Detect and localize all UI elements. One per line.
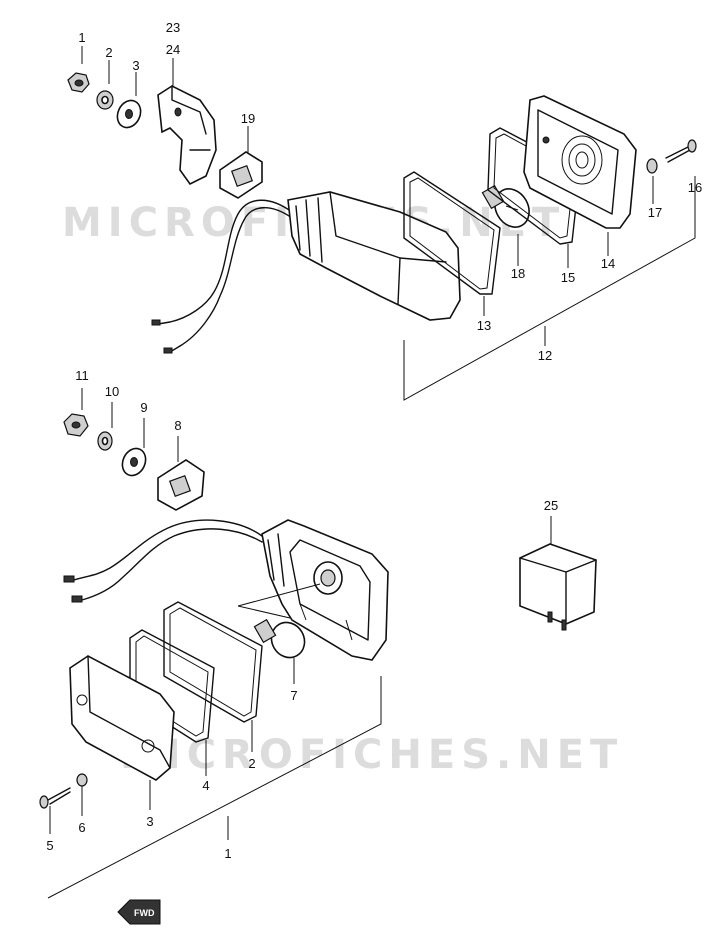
upper-turn-signal-assembly (67, 72, 697, 354)
lock-washer-10-icon (97, 431, 113, 451)
grommet-8-icon (157, 459, 205, 511)
callout-2: 2 (248, 756, 255, 771)
gasket-2-icon (163, 601, 263, 723)
lower-leader-lines (47, 388, 552, 899)
watermark-bottom: MICROFICHES.NET (120, 732, 623, 778)
lower-turn-signal-assembly: FWD (39, 413, 597, 925)
callout-9: 9 (140, 400, 147, 415)
callout-5: 5 (46, 838, 53, 853)
lens-14-icon (523, 95, 637, 229)
washer-20-icon (116, 99, 142, 129)
callout-labels: 1 2 3 23 24 19 16 17 18 15 14 13 12 11 1… (46, 20, 702, 861)
callout-12: 12 (538, 348, 552, 363)
bulb-7-icon (237, 583, 321, 659)
washer-6-icon (76, 773, 88, 787)
callout-22: 1 (78, 30, 85, 45)
fwd-direction-badge: FWD (117, 899, 161, 925)
callout-16: 16 (688, 180, 702, 195)
lower-lamp-housing (261, 519, 389, 661)
bracket-23-24-icon (157, 85, 217, 186)
callout-6: 6 (78, 820, 85, 835)
lens-3-icon (69, 655, 175, 781)
relay-25-icon (519, 543, 597, 631)
upper-wire-harness (151, 199, 293, 354)
callout-23: 23 (166, 20, 180, 35)
gasket-13-icon (403, 171, 501, 295)
callout-18: 18 (511, 266, 525, 281)
lower-wire-harness (63, 519, 263, 603)
callout-3: 3 (146, 814, 153, 829)
callout-4: 4 (202, 778, 209, 793)
callout-8: 8 (174, 418, 181, 433)
nut-11-icon (63, 413, 89, 437)
callout-25: 25 (544, 498, 558, 513)
callout-24: 24 (166, 42, 180, 57)
callout-15: 15 (561, 270, 575, 285)
gasket-15-icon (487, 127, 581, 245)
washer-17-icon (646, 158, 658, 174)
screw-5-icon (39, 787, 71, 809)
upper-lamp-housing (287, 191, 461, 321)
callout-14: 14 (601, 256, 615, 271)
callout-20: 3 (132, 58, 139, 73)
screw-16-icon (665, 139, 697, 163)
callout-1: 1 (224, 846, 231, 861)
svg-text:FWD: FWD (134, 908, 155, 918)
nut-22-icon (67, 72, 90, 93)
lock-washer-21-icon (96, 90, 114, 110)
washer-9-icon (121, 447, 147, 477)
callout-17: 17 (648, 205, 662, 220)
callout-21: 2 (105, 45, 112, 60)
callout-11: 11 (75, 368, 89, 383)
callout-13: 13 (477, 318, 491, 333)
grommet-19-icon (219, 151, 263, 199)
callout-19: 19 (241, 111, 255, 126)
callout-7: 7 (290, 688, 297, 703)
upper-leader-lines (81, 46, 696, 401)
callout-10: 10 (105, 384, 119, 399)
